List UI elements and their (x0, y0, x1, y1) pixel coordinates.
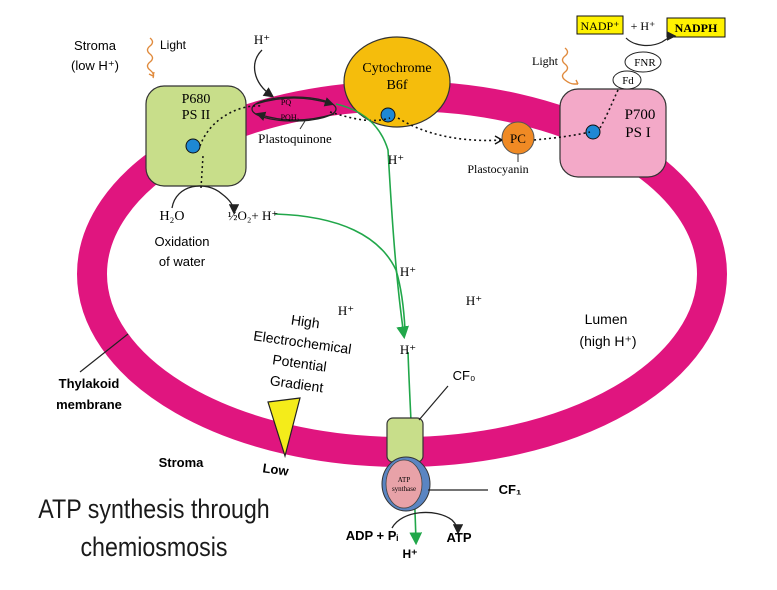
cytochrome-b6f: Cytochrome B6f (343, 36, 451, 128)
gradient-arrow (267, 397, 301, 459)
stroma-top-label-line1: Stroma (74, 38, 117, 53)
plastoquinone-pool: PQ PQH₂ Plastoquinone (251, 96, 337, 146)
gradient-line1: High (290, 311, 321, 331)
proton-path-cytochrome (335, 103, 409, 340)
gradient-line3: Potential (271, 351, 327, 374)
atp-label: ATP (446, 530, 471, 545)
h-plus-under-cytochrome: H⁺ (388, 152, 404, 167)
ps2-label-line2: PS II (182, 108, 211, 123)
half-o2-label: ½O₂+ H⁺ (228, 208, 279, 223)
light-right-label: Light (532, 54, 559, 68)
atp-synthase-head (385, 459, 423, 509)
nadp-label: NADP⁺ (580, 19, 619, 33)
adp-pi-label: ADP + Pᵢ (346, 528, 399, 543)
nadph-box (666, 17, 726, 38)
nadp-box (576, 15, 624, 35)
low-label: Low (262, 460, 291, 479)
nadp-plus-h-label: + H⁺ (631, 19, 656, 33)
fnr-oval (624, 51, 662, 73)
plastoquinone-label: Plastoquinone (258, 131, 332, 146)
fd-oval (612, 70, 642, 90)
title-line2: chemiosmosis (80, 532, 228, 562)
fnr-label: FNR (634, 57, 656, 69)
ps1-electron-dot (585, 124, 601, 140)
plastocyanin-label: Plastocyanin (467, 162, 528, 176)
h2o-label: H₂O (159, 209, 184, 224)
photosystem-1: P700 PS I (559, 88, 667, 178)
h-plus-lumen-1: H⁺ (400, 264, 416, 279)
atp-synthase-label-line1: ATP (398, 476, 411, 484)
proton-path-water (274, 213, 406, 331)
thylakoid-label-line1: Thylakoid (59, 376, 120, 391)
plastocyanin: PC Plastocyanin (467, 121, 535, 176)
cf1-label: CF₁ (499, 482, 522, 497)
cf0-label: CF₀ (453, 368, 476, 383)
ps2-label-line1: P680 (182, 92, 211, 107)
lumen-label-line1: Lumen (585, 311, 628, 327)
h-plus-lumen-3: H⁺ (466, 293, 482, 308)
cf0-channel (386, 417, 424, 463)
h-plus-top-arrow (253, 49, 275, 98)
stroma-top-label-line2: (low H⁺) (71, 58, 119, 73)
cytb6f-label-line1: Cytochrome (362, 61, 431, 76)
title-line1: ATP synthesis through (38, 494, 270, 524)
pc-label: PC (510, 131, 526, 146)
pq-label: PQ (281, 98, 291, 107)
gradient-line2: Electrochemical (252, 327, 352, 357)
cytb6f-label-line2: B6f (387, 78, 408, 93)
h-plus-lumen-4: H⁺ (400, 342, 416, 357)
photosystem-2: P680 PS II (145, 85, 247, 187)
water-oxidation-arrow (171, 185, 240, 215)
electron-transport-path (199, 81, 623, 147)
light-squiggle-left (146, 37, 155, 79)
fd-label: Fd (622, 75, 634, 87)
fnr-reaction-arrow (625, 31, 677, 47)
h-plus-top: H⁺ (254, 32, 270, 47)
ps1-label-line1: P700 (625, 107, 656, 123)
light-left-label: Light (160, 38, 187, 52)
lumen-label-line2: (high H⁺) (579, 333, 636, 349)
oxidation-label-line1: Oxidation (155, 234, 210, 249)
light-squiggle-right (561, 47, 575, 85)
h-plus-lumen-2: H⁺ (338, 303, 354, 318)
h-plus-bottom: H⁺ (403, 547, 418, 561)
atp-production-arrow (391, 511, 464, 535)
atp-synthase-label-line2: synthase (392, 485, 416, 493)
gradient-line4: Gradient (269, 372, 325, 395)
thylakoid-label-line2: membrane (56, 397, 122, 412)
pqh2-label: PQH₂ (281, 113, 300, 122)
nadph-label: NADPH (675, 21, 718, 35)
oxidation-label-line2: of water (159, 254, 206, 269)
ps2-electron-dot (185, 138, 201, 154)
stroma-bottom-label: Stroma (159, 455, 205, 470)
diagram-title: ATP synthesis through chemiosmosis (28, 490, 279, 566)
gradient-label: High Electrochemical Potential Gradient (252, 311, 352, 395)
ps1-label-line2: PS I (625, 125, 650, 141)
cytb6f-electron-dot (380, 107, 396, 123)
